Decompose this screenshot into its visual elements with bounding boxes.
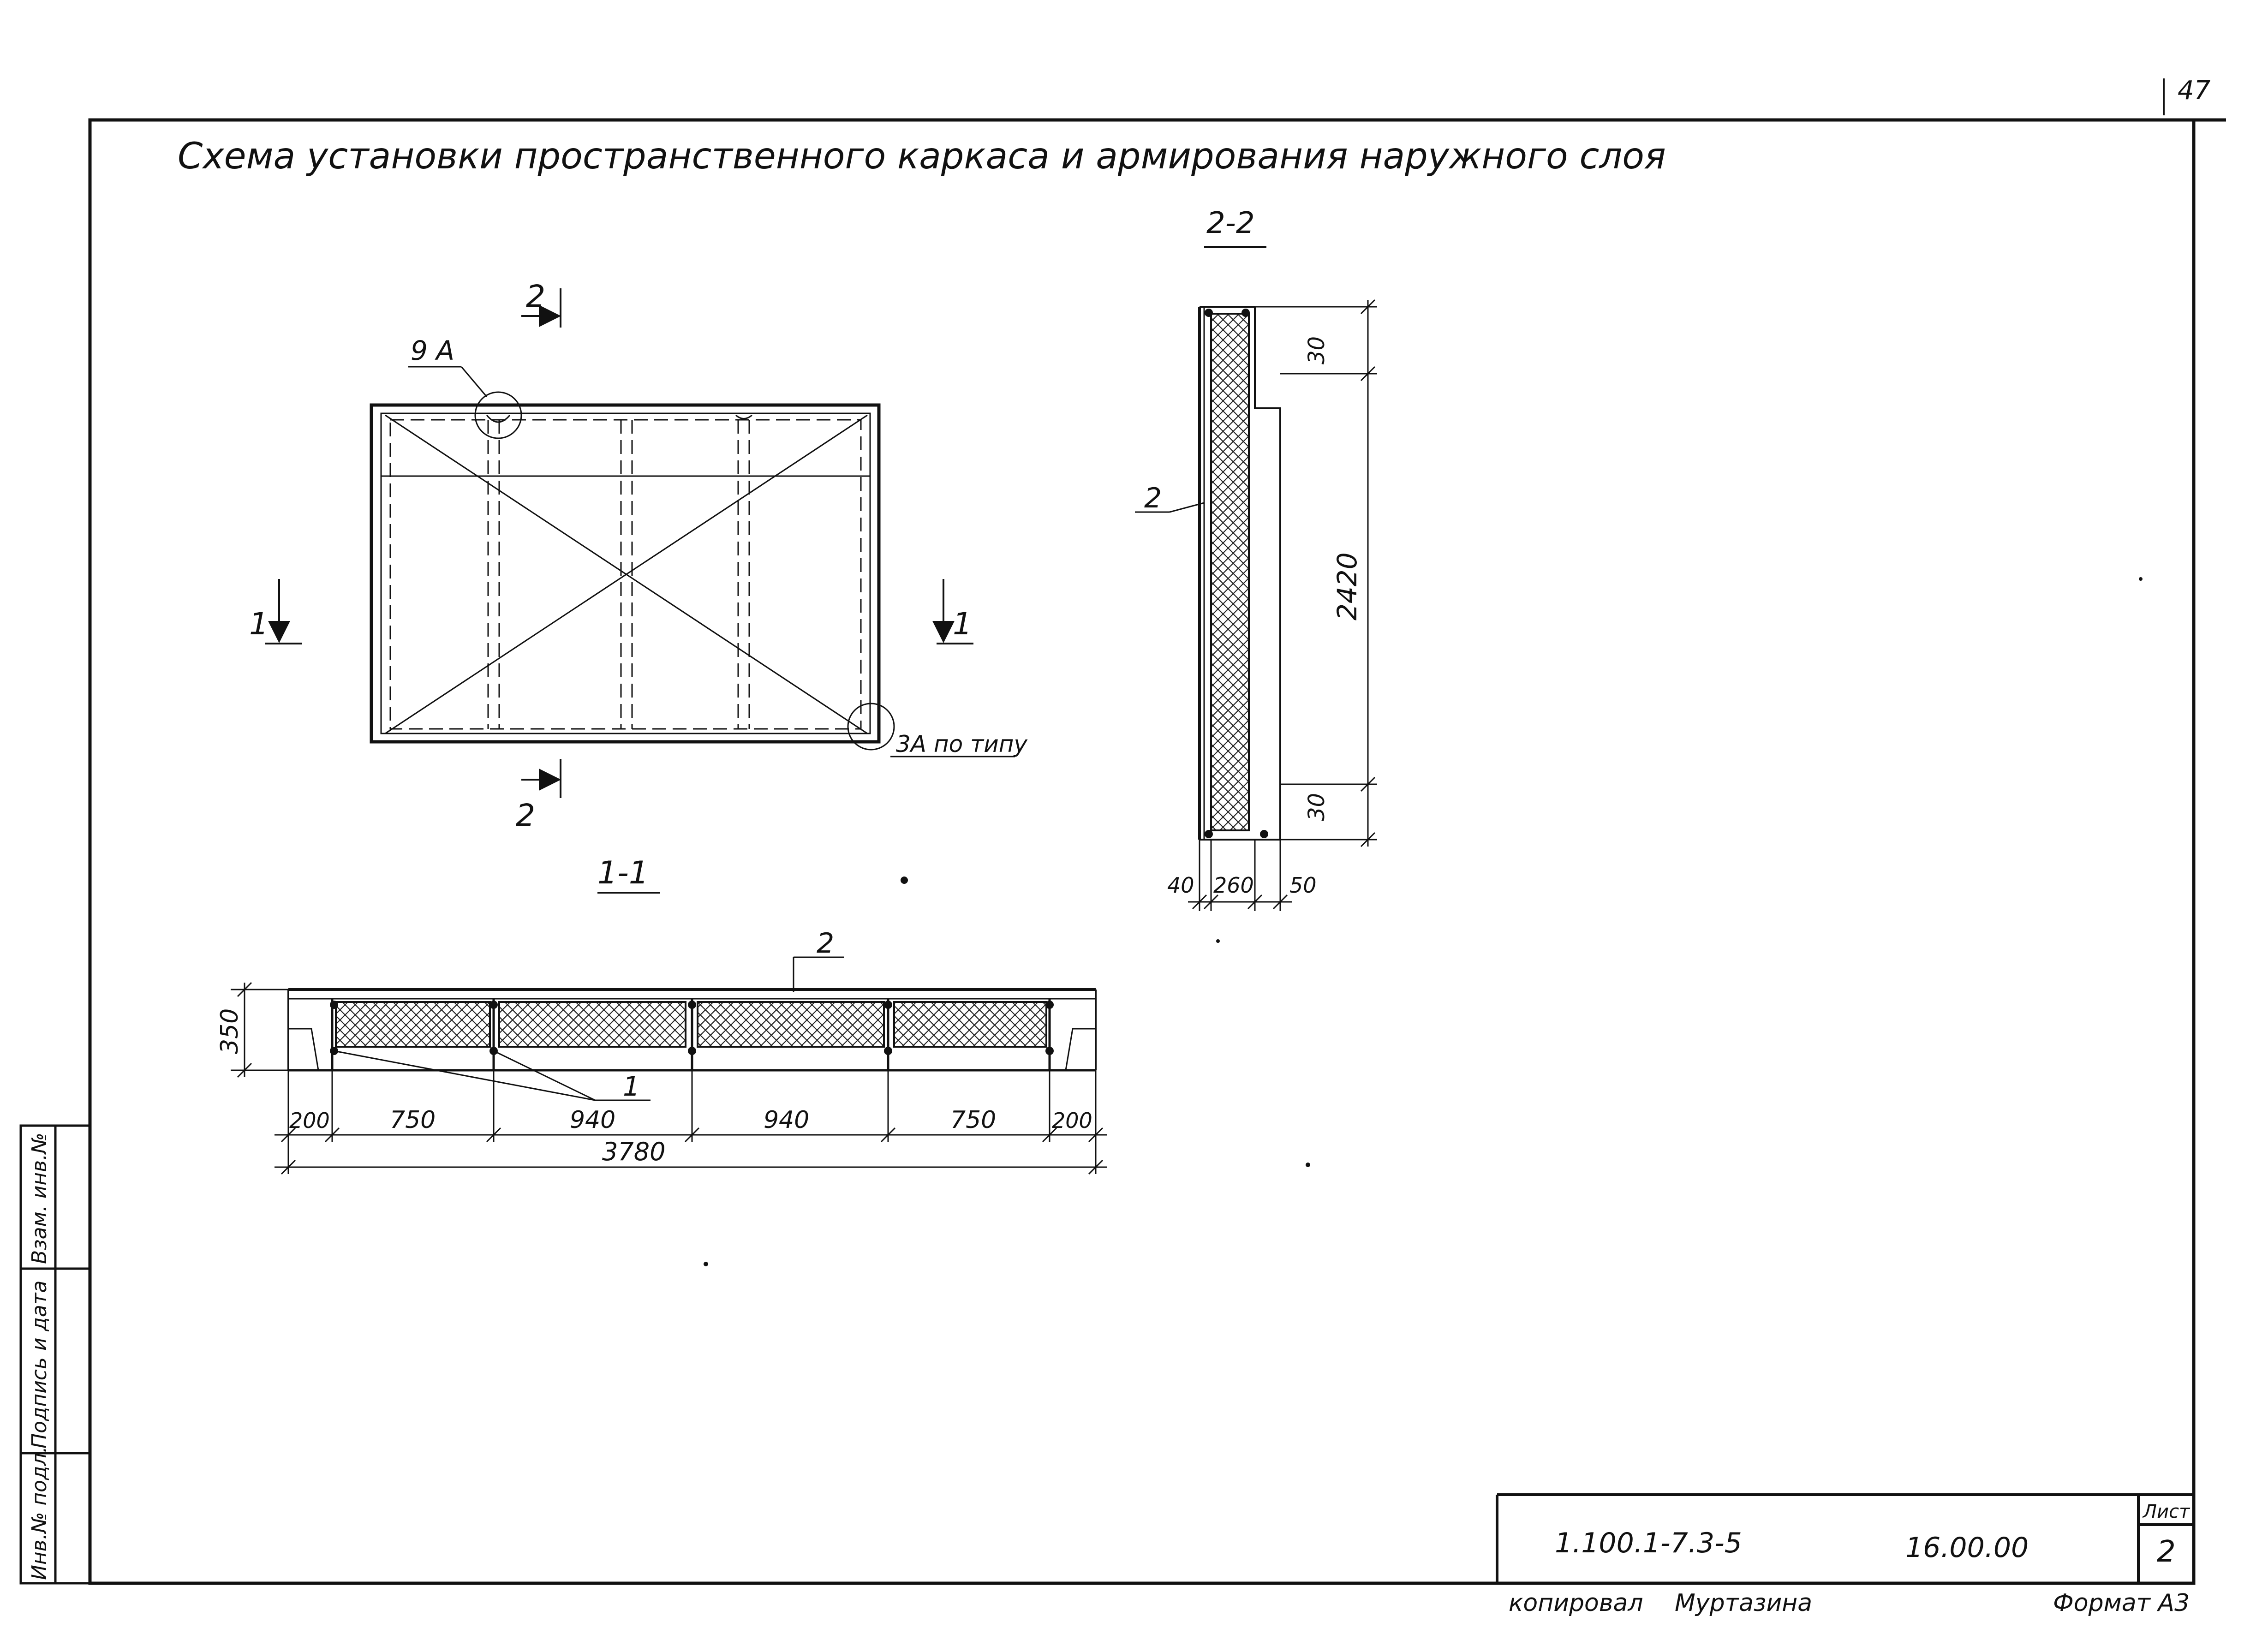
node-9a-leader (460, 366, 488, 397)
sheet-frame (88, 118, 2226, 1585)
drawing-title: Схема установки пространственного каркас… (178, 136, 1666, 177)
dim-940-right: 940 (764, 1106, 809, 1134)
dimensions-1-1 (231, 982, 1107, 1175)
title-block-sheet-label: Лист (2142, 1501, 2190, 1522)
rebar-dots-2-2 (1205, 309, 1268, 838)
footer-format: Формат А3 (2053, 1589, 2190, 1617)
dim-40: 40 (1167, 873, 1194, 898)
dim-50: 50 (1289, 873, 1317, 898)
footer-copied: копировал (1509, 1589, 1643, 1617)
section-2-2-title: 2-2 (1206, 206, 1255, 240)
insulation-hatch-2-2 (1210, 313, 1250, 831)
title-block-mark: 16.00.00 (1905, 1532, 2029, 1564)
cut-2-bottom-label: 2 (516, 798, 535, 833)
dimensions-2-2 (1188, 299, 1377, 911)
side-stamp-vzam: Взам. инв.№ (28, 1133, 51, 1264)
node-9a-circle (474, 391, 522, 439)
diagonal-b (385, 414, 868, 734)
dim-total-3780: 3780 (602, 1137, 665, 1166)
dim-200-left: 200 (289, 1108, 330, 1133)
section-2-2-leader-2-label: 2 (1144, 482, 1162, 514)
rebar-dots-1-1 (330, 1001, 1054, 1055)
title-block-code: 1.100.1-7.3-5 (1555, 1527, 1742, 1559)
section-2-2-leader-2 (1169, 502, 1205, 513)
dim-940-left: 940 (570, 1106, 615, 1134)
section-1-1-leader-2-label: 2 (817, 927, 834, 960)
title-block-sheet-number: 2 (2157, 1535, 2176, 1569)
dim-2420: 2420 (1331, 552, 1363, 620)
dim-30-top: 30 (1304, 336, 1330, 364)
side-stamp-podpis: Подпись и дата (28, 1281, 51, 1449)
dim-height-350: 350 (216, 1008, 244, 1054)
panel-plan (370, 391, 895, 751)
side-stamp (19, 1124, 91, 1585)
section-1-1-title: 1-1 (597, 855, 649, 891)
section-1-1-leader-1-label: 1 (623, 1071, 640, 1102)
node-9a-label: 9 А (411, 335, 454, 366)
side-stamp-inv-podl: Инв.№ подл. (28, 1446, 51, 1580)
scan-specks (704, 577, 2143, 1266)
insulation-hatch-1-1 (335, 1001, 1047, 1048)
section-1-1-leader-1 (334, 1050, 651, 1101)
cut-1-right-label: 1 (953, 606, 972, 642)
node-3a-circle (847, 703, 895, 751)
node-3a-label: 3А по типу (896, 731, 1028, 757)
dim-750-right: 750 (950, 1106, 996, 1134)
section-2-2-drawing (1198, 306, 1281, 841)
dim-750-left: 750 (390, 1106, 436, 1134)
cut-markers (265, 288, 973, 798)
title-block (1496, 1493, 2194, 1583)
frame-dashed-ribs (487, 420, 750, 729)
cut-1-left-label: 1 (249, 606, 269, 642)
dim-260: 260 (1213, 873, 1254, 898)
footer-name: Муртазина (1675, 1589, 1812, 1617)
dim-200-right: 200 (1052, 1108, 1092, 1133)
dim-30-bottom: 30 (1304, 793, 1330, 821)
cut-2-top-label: 2 (526, 279, 545, 314)
page-number: 47 (2178, 76, 2211, 106)
